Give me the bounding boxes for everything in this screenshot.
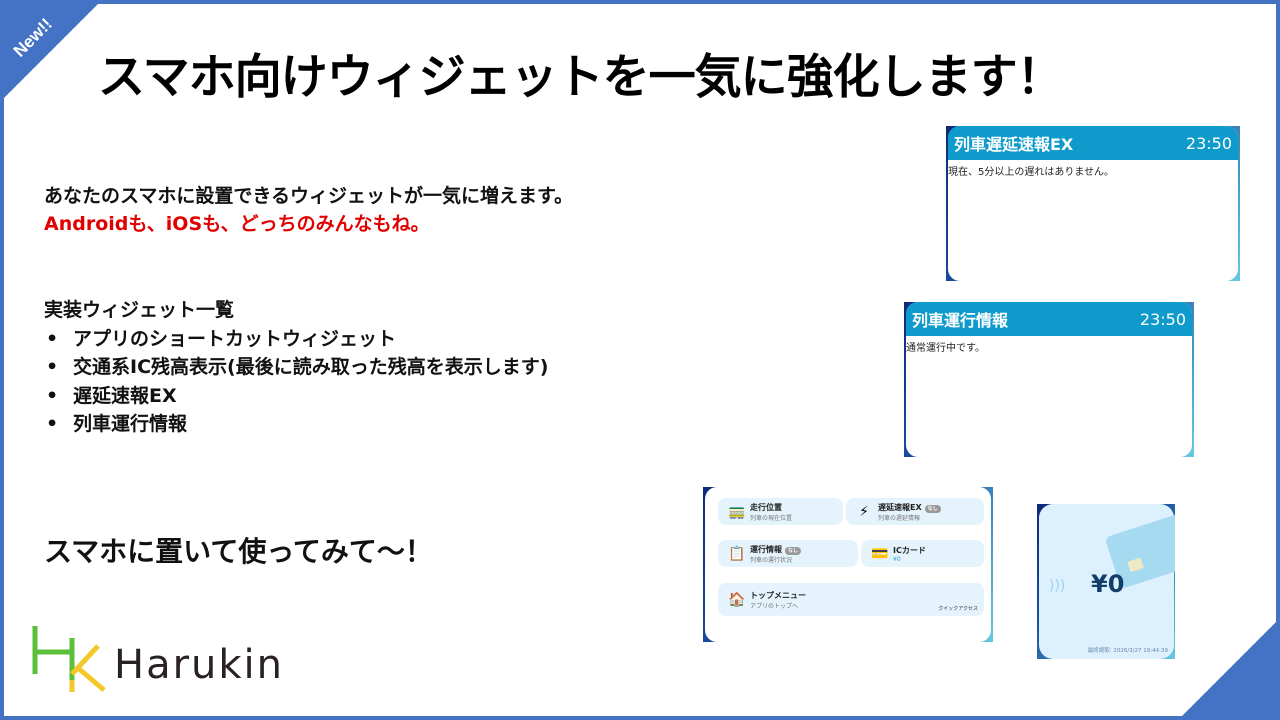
widget-title: 列車遅延速報EX [954,135,1074,154]
corner-decoration-bottom-right [1178,618,1280,720]
clipboard-icon: 📋 [728,545,746,562]
svg-text:Harukin: Harukin [114,642,284,688]
tile-title: トップメニュー [750,590,806,600]
call-to-action: スマホに置いて使ってみて〜！ [44,535,433,568]
quick-access-label: クイックアクセス [938,606,978,612]
train-icon: 🚃 [728,503,746,520]
list-item: 遅延速報EX [44,382,548,411]
intro-line-2: Androidも、iOSも、どっちのみんなもね。 [44,213,430,235]
list-item: 列車運行情報 [44,410,548,439]
tile-sub: 列車の遅延情報 [878,514,921,522]
card-icon: 💳 [871,545,889,562]
list-item: 交通系IC残高表示(最後に読み取った残高を表示します) [44,353,548,382]
intro-line-1: あなたのスマホに設置できるウィジェットが一気に増えます。 [44,185,574,207]
tile-title: 運行情報 [750,544,782,554]
nfc-icon: ))) [1049,578,1066,594]
tile-title: 遅延速報EX [878,502,922,512]
last-read-timestamp: 最終読取: 2026/3/27 19:44:39 [1087,648,1168,654]
slide-title: スマホ向けウィジェットを一気に強化します！ [98,50,1064,105]
widget-time: 23:50 [1139,309,1186,329]
tile-title: ICカード [893,545,926,555]
ic-balance-widget-preview: ))) ¥0 最終読取: 2026/3/27 19:44:39 [1037,504,1175,659]
tile-badge: なし [785,546,802,555]
widget-message: 通常運行中です。 [906,343,985,354]
tile-badge: なし [924,504,941,513]
tile-sub: 列車の運行状況 [750,556,793,564]
shortcut-tile: 🚃 走行位置列車の現在位置 [718,498,843,525]
widget-list-heading: 実装ウィジェット一覧 [44,299,235,321]
corner-decoration-top-left [0,0,102,102]
widget-time: 23:50 [1185,133,1232,153]
tile-sub: アプリのトップへ [750,602,799,610]
house-icon: 🏠 [728,591,746,608]
shortcut-tile: 💳 ICカード¥0 [861,540,984,567]
intro-text: あなたのスマホに設置できるウィジェットが一気に増えます。 Androidも、iO… [44,182,573,238]
lightning-icon: ⚡ [859,503,869,520]
list-item: アプリのショートカットウィジェット [44,325,548,354]
harukin-logo: Harukin [32,626,284,692]
widget-title: 列車運行情報 [912,311,1009,330]
tile-sub: 列車の現在位置 [750,514,793,522]
shortcut-tile: 📋 運行情報なし列車の運行状況 [718,540,858,567]
tile-sub: ¥0 [893,555,901,563]
widget-message: 現在、5分以上の遅れはありません。 [948,167,1115,178]
status-widget-preview: 列車運行情報 23:50 通常運行中です。 [904,302,1194,457]
tile-title: 走行位置 [750,502,782,512]
ic-balance: ¥0 [1091,570,1125,598]
delay-widget-preview: 列車遅延速報EX 23:50 現在、5分以上の遅れはありません。 [946,126,1240,281]
shortcut-tile: 🏠 トップメニューアプリのトップへ クイックアクセス [718,583,984,616]
widget-list: 実装ウィジェット一覧 アプリのショートカットウィジェット 交通系IC残高表示(最… [44,296,548,439]
